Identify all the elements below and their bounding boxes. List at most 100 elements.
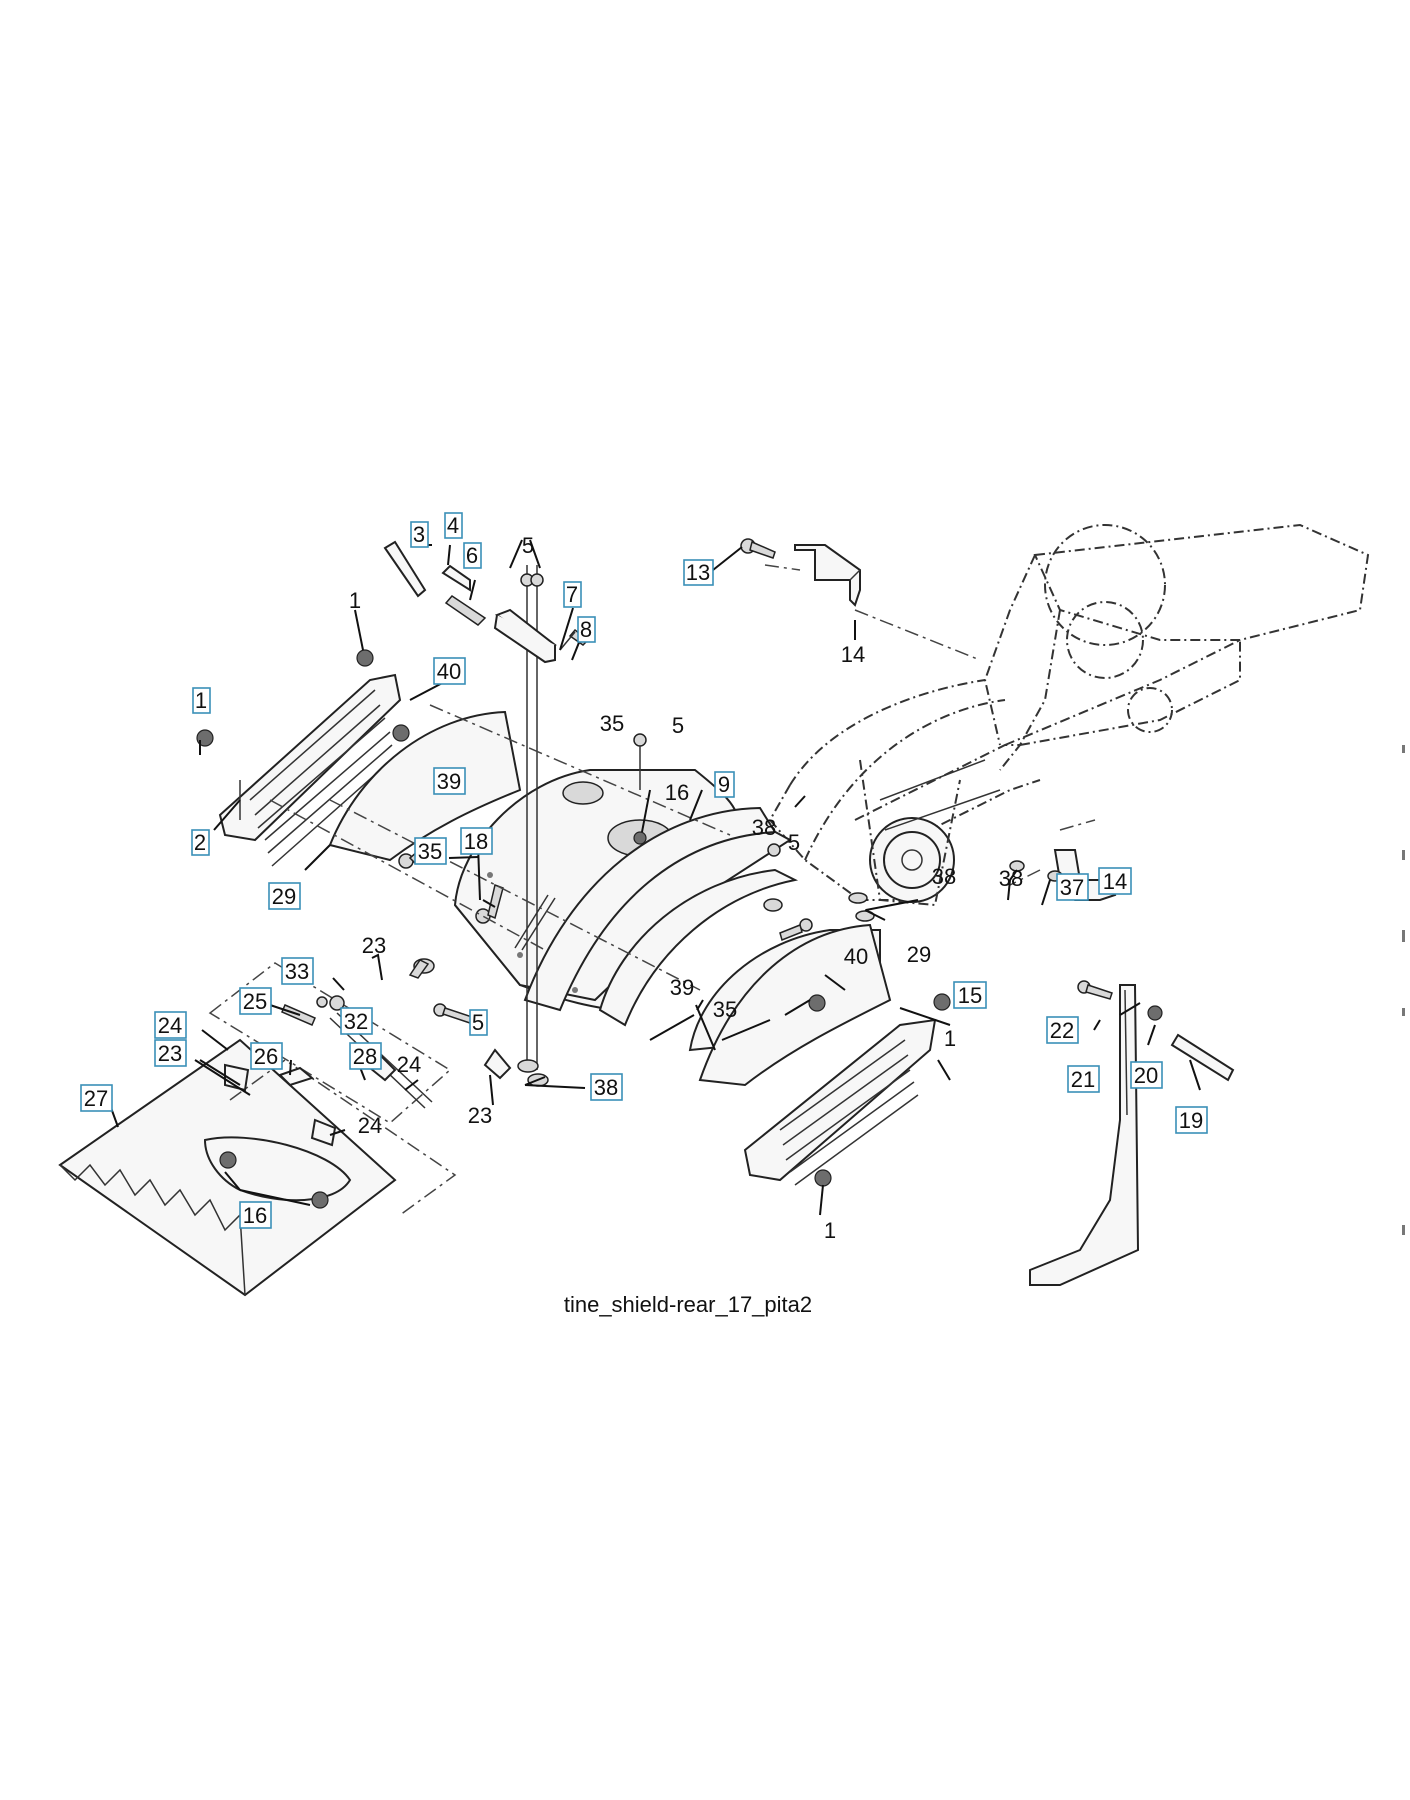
svg-text:4: 4 bbox=[447, 513, 459, 538]
svg-text:40: 40 bbox=[437, 659, 461, 684]
svg-text:23: 23 bbox=[468, 1103, 492, 1128]
callout-16-hood: 16 bbox=[665, 780, 689, 805]
callout-1-boxed-left: 1 bbox=[192, 687, 211, 714]
callout-24-middle: 24 bbox=[397, 1052, 421, 1077]
callout-24-right: 24 bbox=[358, 1113, 382, 1138]
callout-1-top-left: 1 bbox=[349, 588, 361, 613]
callout-labels: 1 1 1 1 2 3 4 5 5 5 5 6 7 8 9 13 14 14 bbox=[80, 512, 1208, 1243]
svg-text:16: 16 bbox=[665, 780, 689, 805]
svg-text:25: 25 bbox=[243, 989, 267, 1014]
callout-16-boxed: 16 bbox=[239, 1201, 272, 1229]
callout-1-bottom: 1 bbox=[824, 1218, 836, 1243]
svg-text:26: 26 bbox=[254, 1044, 278, 1069]
svg-text:35: 35 bbox=[713, 997, 737, 1022]
hitch-assembly-frame bbox=[208, 962, 512, 1216]
depth-bar-assembly bbox=[1029, 980, 1235, 1286]
callout-5-right: 5 bbox=[788, 830, 800, 855]
top-bracket-assembly bbox=[383, 540, 590, 664]
svg-text:1: 1 bbox=[349, 588, 361, 613]
svg-text:20: 20 bbox=[1134, 1063, 1158, 1088]
svg-text:40: 40 bbox=[844, 944, 868, 969]
svg-text:5: 5 bbox=[788, 830, 800, 855]
callout-29-right: 29 bbox=[907, 942, 931, 967]
svg-text:24: 24 bbox=[397, 1052, 421, 1077]
callout-28: 28 bbox=[349, 1042, 382, 1070]
svg-text:3: 3 bbox=[413, 522, 425, 547]
tine-hood-9 bbox=[453, 769, 792, 1012]
svg-text:1: 1 bbox=[195, 688, 207, 713]
svg-text:35: 35 bbox=[418, 839, 442, 864]
callout-40-boxed: 40 bbox=[433, 657, 466, 685]
svg-text:5: 5 bbox=[522, 533, 534, 558]
bracket-14-upper bbox=[764, 544, 981, 661]
page-edge-marks bbox=[1402, 745, 1405, 1235]
svg-text:24: 24 bbox=[158, 1013, 182, 1038]
deflector-27 bbox=[58, 1038, 397, 1297]
svg-text:23: 23 bbox=[158, 1041, 182, 1066]
svg-text:6: 6 bbox=[466, 543, 478, 568]
callout-32: 32 bbox=[340, 1007, 373, 1035]
svg-text:29: 29 bbox=[272, 884, 296, 909]
bolt-13-part bbox=[740, 538, 776, 559]
callout-35-top: 35 bbox=[600, 711, 624, 736]
svg-text:32: 32 bbox=[344, 1009, 368, 1034]
callout-14-boxed: 14 bbox=[1098, 867, 1132, 895]
callout-39-boxed: 39 bbox=[433, 767, 466, 795]
svg-text:7: 7 bbox=[566, 582, 578, 607]
callout-5-boxed: 5 bbox=[469, 1009, 488, 1036]
side-plate-right bbox=[743, 993, 951, 1187]
svg-text:21: 21 bbox=[1071, 1067, 1095, 1092]
svg-text:24: 24 bbox=[358, 1113, 382, 1138]
leader-lines bbox=[109, 539, 1201, 1216]
callout-35-lower: 35 bbox=[713, 997, 737, 1022]
svg-text:27: 27 bbox=[84, 1086, 108, 1111]
svg-text:38: 38 bbox=[594, 1075, 618, 1100]
side-plate-left bbox=[196, 649, 402, 867]
callout-33: 33 bbox=[281, 957, 314, 985]
svg-text:38: 38 bbox=[932, 864, 956, 889]
svg-text:22: 22 bbox=[1050, 1018, 1074, 1043]
callout-5-top: 5 bbox=[522, 533, 534, 558]
callout-38-boxed: 38 bbox=[590, 1073, 623, 1101]
svg-text:28: 28 bbox=[353, 1044, 377, 1069]
callout-15: 15 bbox=[953, 981, 987, 1009]
callout-18: 18 bbox=[460, 827, 493, 855]
callout-26: 26 bbox=[250, 1042, 283, 1070]
callout-39-lower: 39 bbox=[670, 975, 694, 1000]
shield-29-right bbox=[698, 923, 892, 1087]
callout-8: 8 bbox=[577, 616, 596, 643]
svg-text:16: 16 bbox=[243, 1203, 267, 1228]
svg-text:29: 29 bbox=[907, 942, 931, 967]
callout-29-boxed: 29 bbox=[268, 882, 301, 910]
callout-38-middle: 38 bbox=[932, 864, 956, 889]
callout-9: 9 bbox=[714, 771, 735, 798]
svg-text:14: 14 bbox=[841, 642, 865, 667]
callout-2: 2 bbox=[191, 829, 210, 856]
callout-14-upper: 14 bbox=[841, 642, 865, 667]
callout-40-right: 40 bbox=[844, 944, 868, 969]
svg-text:13: 13 bbox=[686, 560, 710, 585]
svg-text:2: 2 bbox=[194, 830, 206, 855]
svg-text:35: 35 bbox=[600, 711, 624, 736]
callout-38-upper: 38 bbox=[752, 815, 776, 840]
callout-35-boxed: 35 bbox=[414, 837, 447, 865]
svg-text:8: 8 bbox=[580, 617, 592, 642]
svg-text:33: 33 bbox=[285, 959, 309, 984]
callout-3: 3 bbox=[410, 521, 429, 548]
callout-22: 22 bbox=[1046, 1016, 1079, 1044]
svg-text:39: 39 bbox=[437, 769, 461, 794]
callout-6: 6 bbox=[463, 542, 482, 569]
callout-20: 20 bbox=[1130, 1061, 1163, 1089]
svg-text:5: 5 bbox=[672, 713, 684, 738]
callout-27: 27 bbox=[80, 1084, 113, 1112]
svg-text:23: 23 bbox=[362, 933, 386, 958]
svg-text:38: 38 bbox=[752, 815, 776, 840]
svg-text:39: 39 bbox=[670, 975, 694, 1000]
callout-5-middle: 5 bbox=[672, 713, 684, 738]
svg-text:9: 9 bbox=[718, 772, 730, 797]
svg-text:5: 5 bbox=[472, 1010, 484, 1035]
callout-38-right: 38 bbox=[999, 866, 1023, 891]
callout-1-right: 1 bbox=[944, 1026, 956, 1051]
svg-text:38: 38 bbox=[999, 866, 1023, 891]
